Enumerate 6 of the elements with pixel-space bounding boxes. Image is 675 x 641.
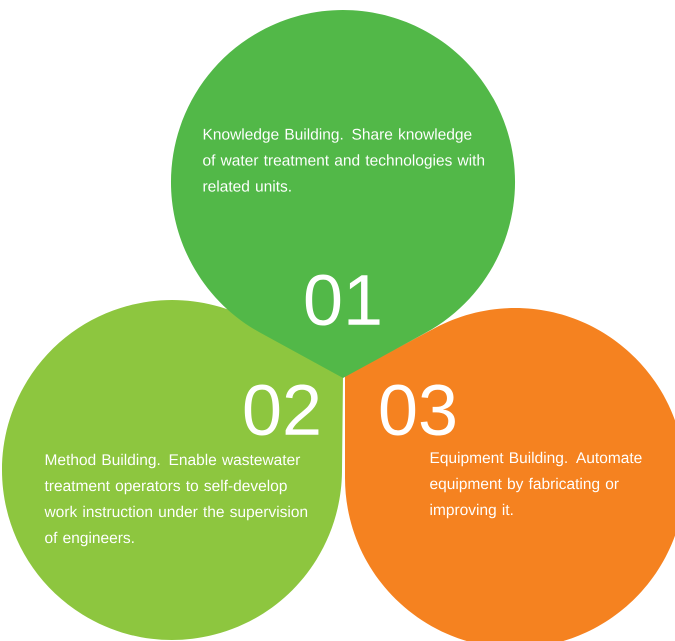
description-text: Knowledge Building. Share knowledge of water treatment and technologies with related units. — [203, 128, 484, 192]
step-number: 02 — [244, 384, 318, 436]
step-number: 01 — [306, 274, 380, 326]
description-text: Equipment Building. Automate equipment by fabricating or improving it. — [430, 452, 642, 518]
step-number: 03 — [380, 384, 455, 436]
description-text: Method Building. Enable wastewater treatment operators to self-develop work instruction under the supervision of engineers. — [44, 454, 308, 546]
